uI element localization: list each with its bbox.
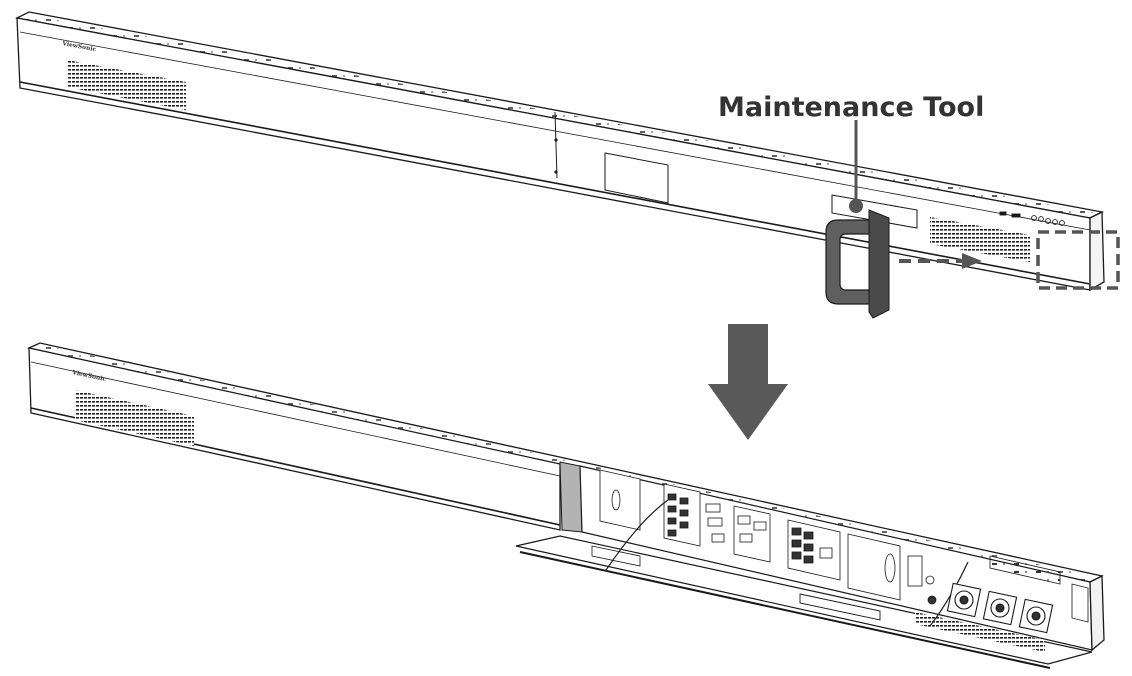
soundbar-end-cap	[1089, 210, 1105, 292]
tool-blade	[868, 209, 890, 319]
dashed-arrow-head	[962, 253, 982, 269]
down-arrow-icon	[708, 324, 788, 440]
slide-direction-indicator	[899, 230, 1120, 290]
speaker-vent-left	[67, 60, 186, 110]
panel-vent	[915, 612, 1045, 652]
internal-cable	[605, 499, 669, 571]
internal-cable-2	[929, 561, 969, 627]
soundbar-top-trim	[22, 15, 1097, 218]
dashed-target-box	[1036, 230, 1120, 290]
circuit-boards	[599, 469, 937, 605]
soundbar-front-face	[16, 17, 1091, 291]
maintenance-tool-callout: Maintenance Tool	[718, 92, 984, 213]
panel-slot	[799, 593, 881, 621]
tool-hook	[825, 219, 873, 305]
maintenance-tool-icon	[825, 209, 890, 319]
soundbar-open: ViewSonic	[26, 342, 1105, 669]
connector-block	[989, 555, 1061, 585]
speaker-vent-right	[930, 217, 1030, 262]
callout-dot	[849, 199, 863, 213]
open-speaker-vent-left	[75, 390, 194, 446]
soundbar-closed: ViewSonic	[14, 11, 1105, 292]
end-bracket	[559, 461, 583, 533]
callout-label: Maintenance Tool	[718, 92, 984, 123]
display-window	[604, 152, 669, 204]
open-left-front	[28, 347, 561, 531]
open-end-cap	[1089, 574, 1105, 652]
speaker-drivers	[946, 582, 1054, 634]
control-buttons	[999, 211, 1065, 226]
side-bracket	[1071, 583, 1089, 623]
